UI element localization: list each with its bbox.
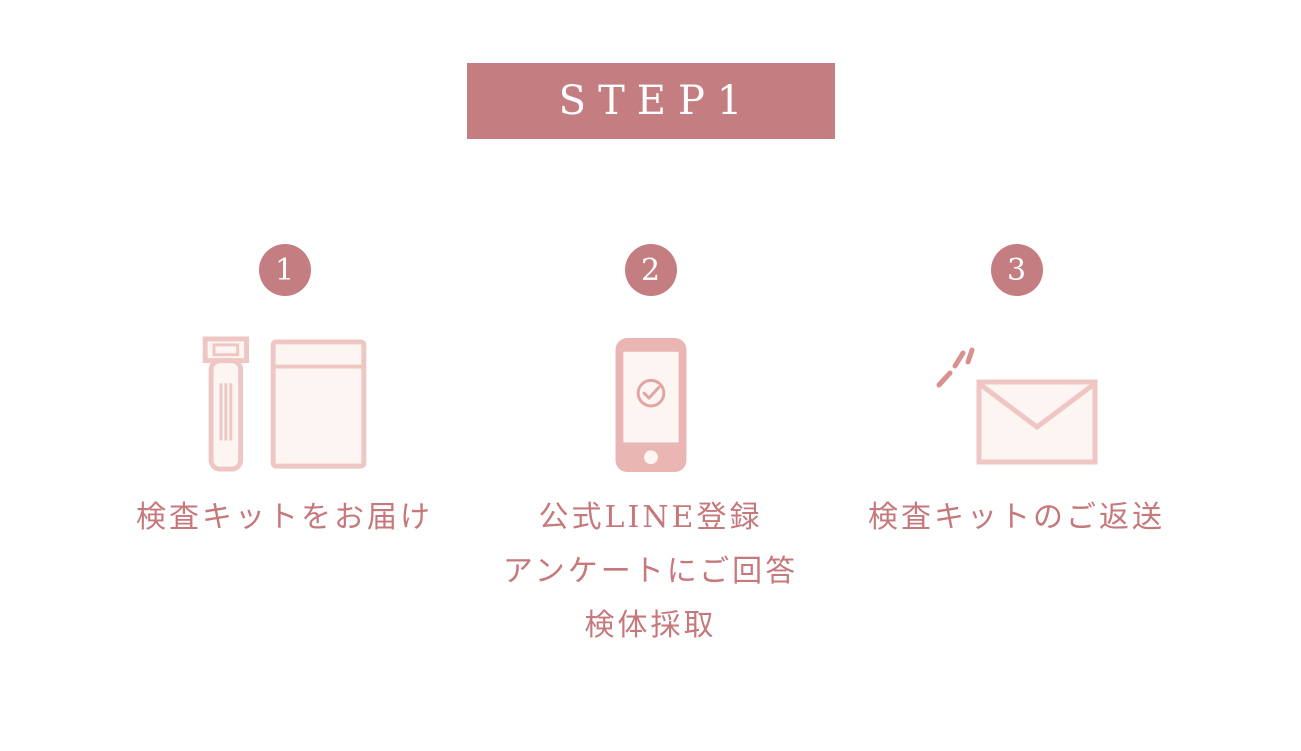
step-3-caption-line: 検査キットのご返送 — [868, 500, 1165, 535]
step-banner-label: STEP1 — [558, 78, 755, 124]
step-3-column: 3 検査キットのご返送 — [834, 244, 1200, 653]
test-kit-icon — [202, 336, 366, 472]
step-3-badge: 3 — [990, 244, 1043, 296]
step-2-column: 2 公式LINE登録 アンケートにご回答 検体採取 — [468, 244, 834, 653]
step-2-number: 2 — [640, 252, 661, 288]
step-1-number: 1 — [274, 252, 295, 288]
step-1-caption: 検査キットをお届け — [136, 491, 433, 545]
step-1-column: 1 検査キットをお届け — [102, 244, 468, 653]
envelope-send-icon — [936, 347, 1097, 465]
step-1-icon-box — [201, 335, 369, 475]
phone-check-icon — [615, 337, 686, 473]
step-2-caption: 公式LINE登録 アンケートにご回答 検体採取 — [503, 491, 798, 653]
step-banner: STEP1 — [466, 63, 835, 139]
step-2-caption-line: 検体採取 — [584, 608, 717, 643]
step-2-caption-line: アンケートにご回答 — [502, 554, 799, 589]
step-2-badge: 2 — [624, 244, 677, 296]
step-1-badge: 1 — [258, 244, 311, 296]
step-3-icon-box — [932, 335, 1102, 475]
step-2-icon-box — [613, 335, 689, 475]
step-3-caption: 検査キットのご返送 — [868, 491, 1165, 545]
steps-row: 1 検査キットをお届け — [0, 244, 1301, 653]
step-2-caption-line: 公式LINE登録 — [538, 500, 763, 535]
step-3-number: 3 — [1006, 252, 1027, 288]
step-1-caption-line: 検査キットをお届け — [136, 500, 433, 535]
